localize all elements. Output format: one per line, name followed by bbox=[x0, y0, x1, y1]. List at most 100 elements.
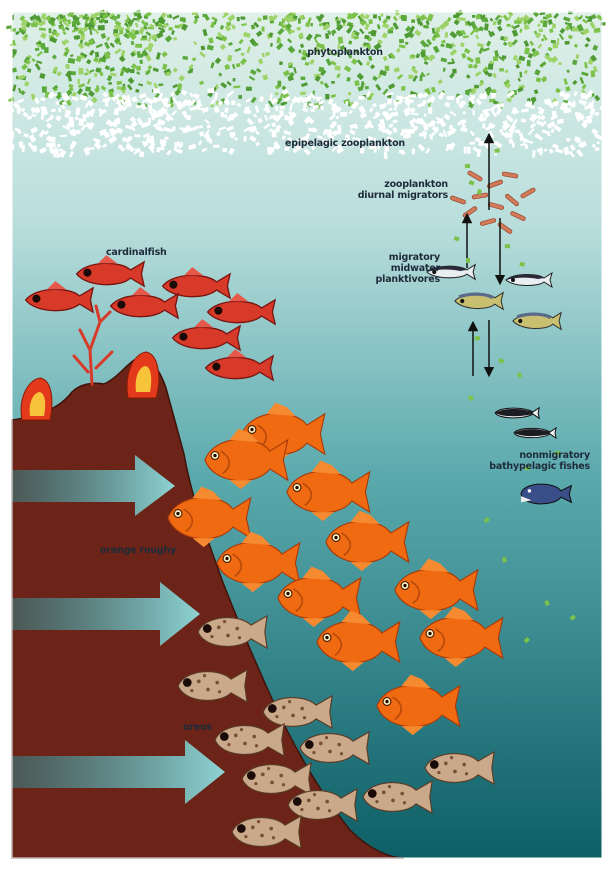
phytoplankton-speck bbox=[594, 28, 601, 33]
label-zooplankton-line1: zooplankton bbox=[330, 179, 448, 190]
phytoplankton-speck bbox=[552, 24, 556, 29]
label-epipelagic-zooplankton: epipelagic zooplankton bbox=[285, 138, 405, 149]
zooplankton-speck bbox=[199, 125, 203, 128]
phytoplankton-speck bbox=[460, 43, 464, 47]
phytoplankton-speck bbox=[535, 71, 539, 74]
zooplankton-speck bbox=[103, 98, 107, 102]
phytoplankton-speck bbox=[388, 30, 393, 33]
phytoplankton-speck bbox=[411, 19, 415, 23]
phytoplankton-speck bbox=[135, 44, 142, 48]
phytoplankton-speck bbox=[565, 41, 570, 45]
phytoplankton-speck bbox=[572, 27, 579, 31]
phytoplankton-speck bbox=[466, 258, 470, 263]
phytoplankton-speck bbox=[94, 73, 97, 77]
phytoplankton-speck bbox=[552, 43, 558, 48]
phytoplankton-speck bbox=[336, 20, 340, 23]
phytoplankton-speck bbox=[85, 23, 91, 27]
zooplankton-speck bbox=[197, 104, 200, 107]
phytoplankton-speck bbox=[369, 19, 373, 24]
phytoplankton-speck bbox=[385, 66, 390, 71]
phytoplankton-speck bbox=[499, 68, 504, 71]
phytoplankton-speck bbox=[399, 39, 404, 44]
label-zooplankton-line2: diurnal migrators bbox=[330, 190, 448, 201]
zooplankton-speck bbox=[358, 96, 364, 100]
zooplankton-speck bbox=[310, 109, 314, 112]
phytoplankton-speck bbox=[135, 89, 139, 93]
zooplankton-speck bbox=[321, 106, 324, 111]
label-migratory-planktivores: migratory midwater planktivores bbox=[350, 252, 440, 285]
phytoplankton-speck bbox=[472, 15, 475, 18]
label-nonmigratory-line2: bathypelagic fishes bbox=[470, 461, 590, 472]
phytoplankton-speck bbox=[484, 23, 489, 30]
zooplankton-speck bbox=[472, 110, 474, 116]
phytoplankton-speck bbox=[601, 22, 606, 26]
phytoplankton-speck bbox=[300, 76, 305, 80]
phytoplankton-speck bbox=[465, 164, 470, 168]
phytoplankton-speck bbox=[300, 92, 306, 96]
phytoplankton-speck bbox=[180, 17, 186, 22]
phytoplankton-speck bbox=[226, 22, 231, 26]
phytoplankton-speck bbox=[461, 30, 465, 34]
phytoplankton-speck bbox=[65, 64, 70, 69]
zooplankton-speck bbox=[447, 144, 452, 149]
zooplankton-speck bbox=[313, 105, 319, 109]
phytoplankton-speck bbox=[158, 83, 163, 86]
zooplankton-speck bbox=[467, 147, 471, 154]
phytoplankton-speck bbox=[408, 74, 413, 79]
zooplankton-speck bbox=[412, 149, 415, 155]
phytoplankton-speck bbox=[405, 42, 408, 45]
zooplankton-speck bbox=[345, 101, 348, 105]
phytoplankton-speck bbox=[591, 70, 595, 77]
phytoplankton-speck bbox=[557, 38, 559, 44]
zooplankton-speck bbox=[272, 130, 277, 138]
phytoplankton-speck bbox=[270, 21, 274, 24]
phytoplankton-speck bbox=[436, 27, 441, 32]
phytoplankton-speck bbox=[401, 86, 405, 91]
phytoplankton-speck bbox=[95, 52, 99, 58]
phytoplankton-speck bbox=[192, 12, 198, 15]
zooplankton-speck bbox=[532, 150, 535, 157]
phytoplankton-speck bbox=[288, 15, 293, 20]
phytoplankton-speck bbox=[85, 86, 91, 91]
phytoplankton-speck bbox=[246, 87, 252, 91]
zooplankton-speck bbox=[58, 108, 61, 112]
phytoplankton-speck bbox=[49, 28, 52, 33]
phytoplankton-speck bbox=[331, 81, 335, 84]
phytoplankton-speck bbox=[298, 18, 301, 24]
phytoplankton-speck bbox=[475, 57, 480, 64]
phytoplankton-speck bbox=[452, 69, 456, 74]
zooplankton-speck bbox=[280, 105, 285, 109]
zooplankton-speck bbox=[480, 113, 484, 117]
zooplankton-speck bbox=[32, 146, 36, 152]
phytoplankton-speck bbox=[78, 79, 80, 84]
phytoplankton-speck bbox=[588, 16, 592, 22]
zooplankton-speck bbox=[406, 129, 410, 134]
phytoplankton-speck bbox=[98, 25, 105, 30]
phytoplankton-speck bbox=[216, 84, 218, 89]
phytoplankton-speck bbox=[325, 94, 330, 100]
phytoplankton-speck bbox=[539, 29, 543, 33]
phytoplankton-speck bbox=[240, 16, 245, 19]
phytoplankton-speck bbox=[31, 23, 37, 27]
phytoplankton-speck bbox=[128, 32, 133, 37]
zooplankton-speck bbox=[309, 103, 313, 106]
phytoplankton-speck bbox=[139, 60, 143, 64]
phytoplankton-speck bbox=[551, 40, 556, 44]
phytoplankton-speck bbox=[348, 92, 352, 95]
label-nonmigratory-bathypelagic: nonmigratory bathypelagic fishes bbox=[470, 450, 590, 472]
zooplankton-speck bbox=[337, 125, 341, 131]
zooplankton-speck bbox=[573, 101, 576, 108]
label-migratory-line1: migratory bbox=[350, 252, 440, 263]
zooplankton-speck bbox=[428, 107, 432, 114]
zooplankton-speck bbox=[595, 147, 600, 151]
zooplankton-speck bbox=[157, 147, 165, 150]
phytoplankton-speck bbox=[263, 15, 268, 20]
phytoplankton-speck bbox=[519, 262, 524, 267]
zooplankton-speck bbox=[595, 112, 599, 115]
zooplankton-speck bbox=[231, 100, 235, 105]
zooplankton-speck bbox=[153, 88, 159, 93]
phytoplankton-speck bbox=[527, 60, 531, 66]
zooplankton-speck bbox=[164, 136, 168, 140]
phytoplankton-speck bbox=[58, 92, 61, 95]
phytoplankton-speck bbox=[338, 37, 344, 44]
